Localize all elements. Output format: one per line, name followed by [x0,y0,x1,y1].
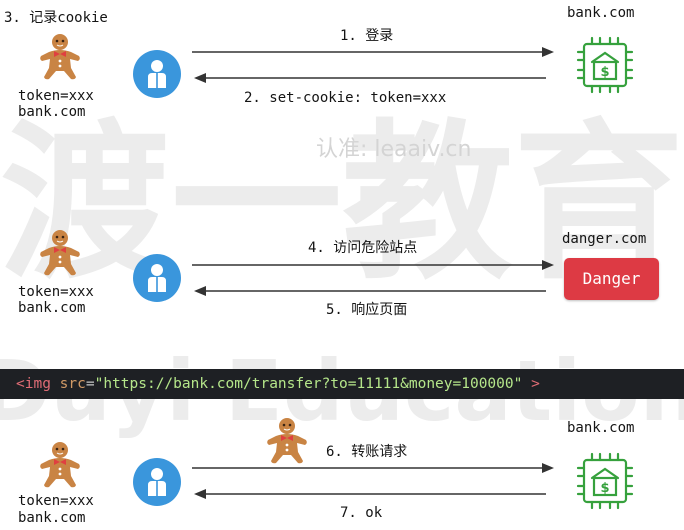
cookie-token-label: token=xxx [18,88,94,104]
danger-server-label: danger.com [562,231,647,247]
svg-text:$: $ [600,65,609,80]
watermark-line-text: 认准: leaaiv.cn [316,137,471,162]
cookie-token-label: token=xxx [18,493,94,509]
arrow-login-request [192,47,554,57]
arrow-transfer-request [192,463,554,473]
gingerbread-cookie-icon [40,34,80,80]
step-5-label: 5. 响应页面 [326,302,408,318]
arrow-danger-response [194,286,546,296]
attack-code-snippet: <img src="https://bank.com/transfer?to=1… [0,369,684,399]
cookie-domain-label: bank.com [18,104,86,120]
cookie-domain-label: bank.com [18,300,86,316]
bank-server-label-top: bank.com [567,5,635,21]
bank-server-label-bottom: bank.com [567,420,635,436]
step-1-label: 1. 登录 [340,28,394,44]
gingerbread-cookie-icon [40,230,80,276]
svg-text:$: $ [600,481,609,496]
arrow-set-cookie-response [194,73,546,83]
code-attr-value: "https://bank.com/transfer?to=11111&mone… [94,376,523,392]
gingerbread-cookie-icon [40,442,80,488]
bank-chip-icon: $ [576,452,634,510]
code-tag-open: <img [16,376,51,392]
code-tag-close: > [531,376,540,392]
step-3-label: 3. 记录cookie [4,10,108,26]
user-icon [133,458,181,506]
arrow-visit-danger-request [192,260,554,270]
step-7-label: 7. ok [340,505,383,521]
arrow-ok-response [194,489,546,499]
step-4-label: 4. 访问危险站点 [308,240,418,256]
user-icon [133,50,181,98]
code-attr-name: src [59,376,86,392]
danger-site-badge: Danger [564,258,659,300]
step-6-label: 6. 转账请求 [326,444,408,460]
bank-chip-icon: $ [576,36,634,94]
user-icon [133,254,181,302]
code-equals: = [85,376,95,392]
step-2-label: 2. set-cookie: token=xxx [244,90,447,106]
gingerbread-cookie-icon [267,418,307,464]
cookie-token-label: token=xxx [18,284,94,300]
cookie-domain-label: bank.com [18,510,86,526]
